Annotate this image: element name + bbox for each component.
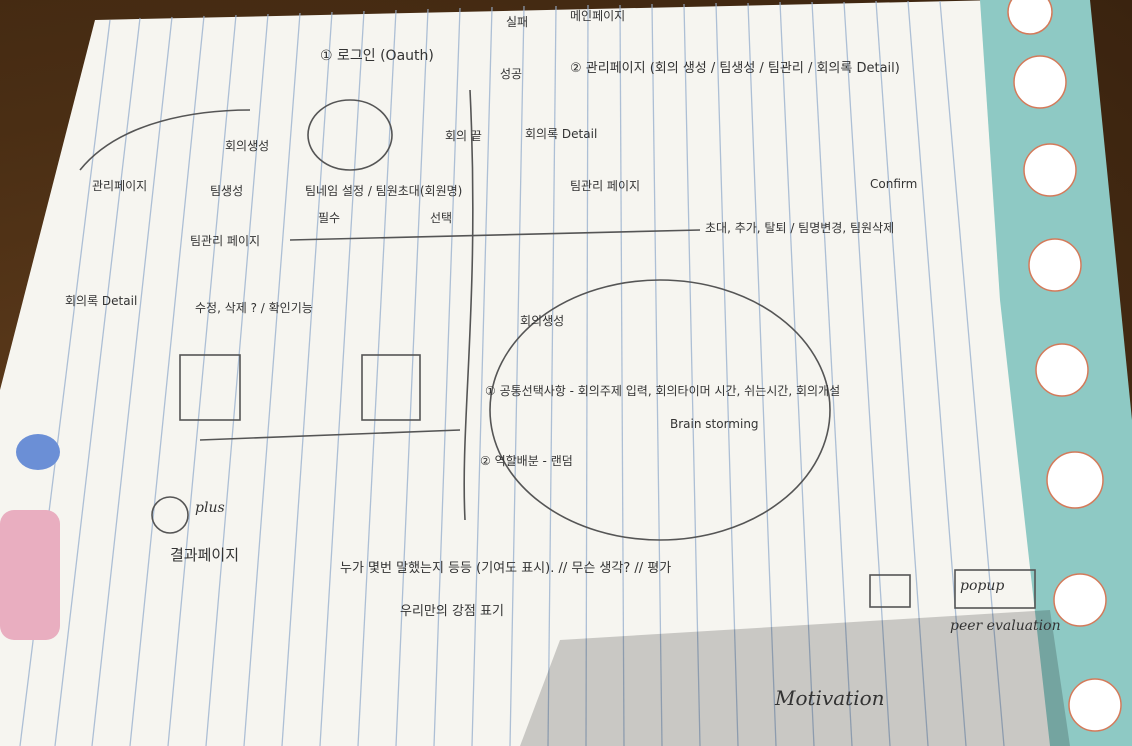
peer-eval-label: peer evaluation [950,618,1061,634]
admin-page-left-label: 관리페이지 [92,179,147,193]
tape-flowers [1007,0,1122,732]
hand-shadow [520,610,1070,746]
brainstorm-label: Brain storming [670,417,759,431]
strength-label: 우리만의 강점 표기 [400,604,504,619]
admin-page-label: ② 관리페이지 (회의 생성 / 팀생성 / 팀관리 / 회의록 Detail) [570,61,900,76]
main-page-label: 메인페이지 [570,9,625,23]
minutes-detail-2-label: 회의록 Detail [65,294,137,308]
meeting-create-label: 회의생성 [225,139,269,153]
edit-delete-label: 수정, 삭제 ? / 확인기능 [195,301,313,315]
login-success-label: 성공 [500,67,522,81]
login-label: ① 로그인 (Oauth) [320,48,434,64]
team-name-input-label: 팀네임 설정 / 팀원초대(회원명) [305,184,462,198]
required-label: 필수 [318,211,340,225]
minutes-detail-label: 회의록 Detail [525,127,597,141]
paper-sheet [0,0,1070,746]
result-page-label: 결과페이지 [170,546,239,564]
role-select-label: ② 역할배분 - 랜덤 [480,454,573,468]
ruled-lines [19,0,1005,746]
motivation-label: Motivation [774,686,885,710]
pink-character-sticker [0,510,60,640]
common-select-label: ① 공통선택사항 - 회의주제 입력, 회의타이머 시간, 쉬는시간, 회의개설 [485,384,840,398]
team-manage-page-left-label: 팀관리 페이지 [190,234,260,248]
who-said-label: 누가 몇번 말했는지 등등 (기여도 표시). // 무슨 생각? // 평가 [340,560,671,576]
popup-label: popup [960,578,1004,594]
team-create-label: 팀생성 [210,184,243,198]
pencil-sketches [79,89,1036,609]
team-actions-label: 초대, 추가, 탈퇴 / 팀명변경, 팀원삭제 [705,221,894,235]
raindrop-sticker [16,434,60,470]
login-fail-label: 실패 [506,15,528,29]
team-manage-page-label: 팀관리 페이지 [570,179,640,193]
plus-label: plus [195,500,225,516]
meeting-create-2-label: 회의생성 [520,314,564,328]
confirm-label: Confirm [870,177,917,191]
meeting-end-label: 회의 끝 [445,129,482,143]
optional-label: 선택 [430,211,452,225]
